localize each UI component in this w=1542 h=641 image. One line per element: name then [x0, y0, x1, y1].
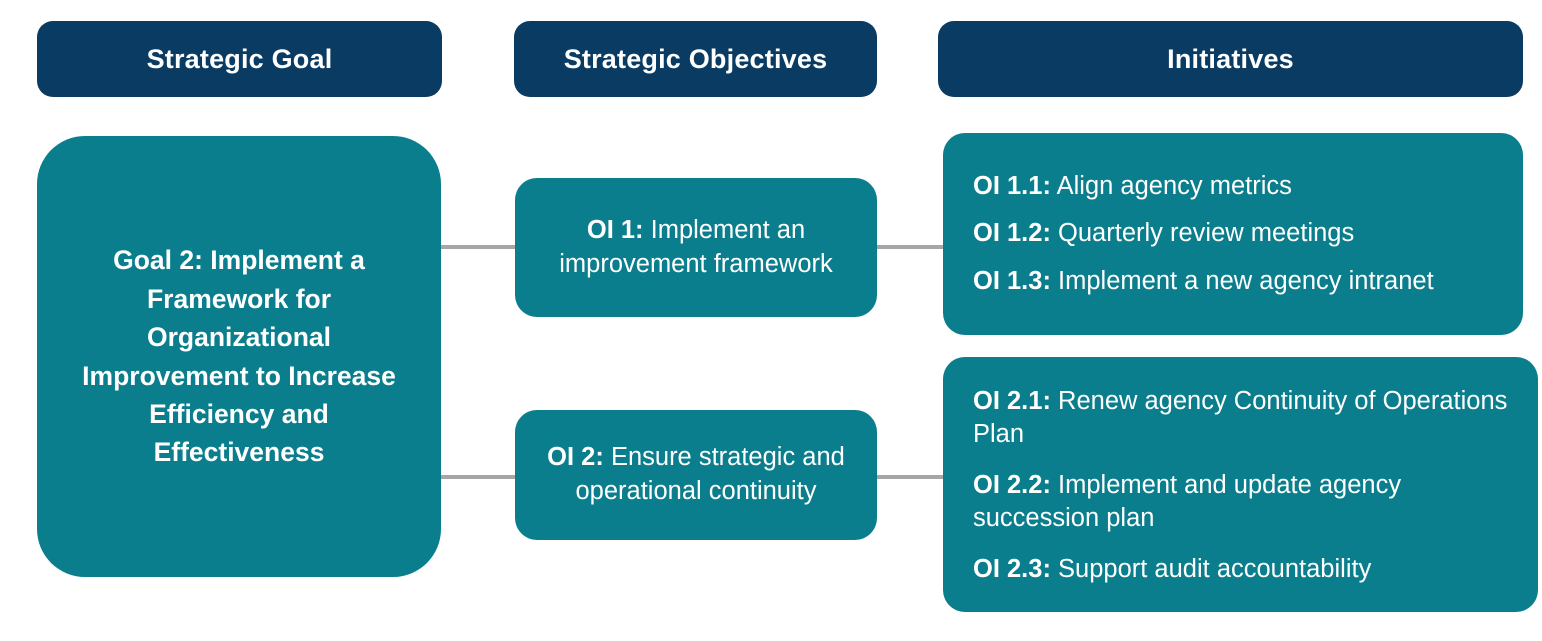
objective-card-oi2-text: OI 2: Ensure strategic and operational c…: [529, 441, 863, 508]
goal-card: Goal 2: Implement a Framework for Organi…: [37, 136, 441, 577]
initiative-item: OI 1.3: Implement a new agency intranet: [973, 265, 1495, 298]
column-header-strategic-goal: Strategic Goal: [37, 21, 442, 97]
initiative-item-lead: OI 1.2:: [973, 219, 1051, 248]
initiative-item-lead: OI 1.1:: [973, 172, 1051, 201]
column-header-initiatives-label: Initiatives: [1167, 43, 1294, 74]
initiative-item-body: Implement and update agency succession p…: [973, 470, 1402, 533]
initiatives-list-oi1: OI 1.1: Align agency metrics OI 1.2: Qua…: [973, 147, 1495, 321]
initiative-item-lead: OI 1.3:: [973, 266, 1051, 295]
objective-card-oi1-lead: OI 1:: [586, 215, 644, 244]
objective-card-oi2: OI 2: Ensure strategic and operational c…: [515, 410, 877, 540]
column-header-strategic-objectives: Strategic Objectives: [514, 21, 877, 97]
goal-card-text: Goal 2: Implement a Framework for Organi…: [61, 241, 417, 472]
initiatives-list-oi2: OI 2.1: Renew agency Continuity of Opera…: [973, 373, 1510, 598]
objective-card-oi1: OI 1: Implement an improvement framework: [515, 178, 877, 317]
objective-card-oi1-text: OI 1: Implement an improvement framework: [529, 214, 863, 281]
initiative-item: OI 1.2: Quarterly review meetings: [973, 217, 1495, 250]
initiative-item: OI 2.3: Support audit accountability: [973, 553, 1510, 586]
goal-card-body: Implement a Framework for Organizational…: [82, 245, 396, 468]
goal-card-separator: :: [194, 245, 211, 276]
initiative-item-lead: OI 2.2:: [973, 470, 1051, 499]
initiative-item-body: Quarterly review meetings: [1050, 219, 1355, 248]
objective-card-oi2-body: Ensure strategic and operational continu…: [575, 443, 845, 505]
connector-goal-to-oi2: [441, 475, 517, 479]
column-header-initiatives: Initiatives: [938, 21, 1523, 97]
initiatives-card-oi2: OI 2.1: Renew agency Continuity of Opera…: [943, 357, 1538, 612]
column-header-strategic-objectives-label: Strategic Objectives: [563, 43, 828, 74]
initiative-item-body: Align agency metrics: [1050, 172, 1292, 201]
initiative-item-body: Implement a new agency intranet: [1050, 266, 1434, 295]
column-header-strategic-goal-label: Strategic Goal: [146, 43, 333, 74]
objective-card-oi2-lead: OI 2:: [547, 443, 604, 472]
objective-card-oi1-body: Implement an improvement framework: [559, 215, 833, 278]
initiative-item: OI 1.1: Align agency metrics: [973, 170, 1495, 203]
initiative-item-lead: OI 2.3:: [973, 555, 1051, 584]
connector-goal-to-oi1: [441, 245, 517, 249]
initiative-item-lead: OI 2.1:: [973, 386, 1051, 415]
initiatives-card-oi1: OI 1.1: Align agency metrics OI 1.2: Qua…: [943, 133, 1523, 335]
goal-card-lead: Goal 2: [113, 245, 195, 276]
initiative-item-body: Support audit accountability: [1050, 555, 1372, 584]
initiative-item: OI 2.1: Renew agency Continuity of Opera…: [973, 385, 1510, 451]
initiative-item-body: Renew agency Continuity of Operations Pl…: [973, 386, 1508, 448]
initiative-item: OI 2.2: Implement and update agency succ…: [973, 469, 1510, 535]
connector-oi1-to-initiatives: [876, 245, 945, 249]
connector-oi2-to-initiatives: [876, 475, 945, 479]
